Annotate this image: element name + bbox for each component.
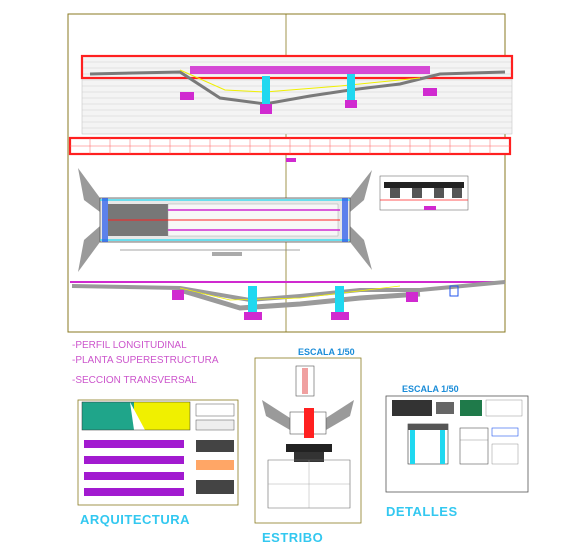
transverse-section <box>379 175 469 211</box>
legend-item-perfil-longitudinal: -PERFIL LONGITUDINAL <box>72 340 187 351</box>
arquitectura-sheet <box>77 399 239 506</box>
superstructure-plan <box>78 168 372 272</box>
detalles-scale-label: ESCALA 1/50 <box>402 384 459 394</box>
legend-item-seccion-transversal: -SECCION TRANSVERSAL <box>72 375 197 386</box>
elevation-profile <box>70 280 506 320</box>
legend-item-planta-superestructura: -PLANTA SUPERESTRUCTURA <box>72 355 219 366</box>
arquitectura-title: ARQUITECTURA <box>80 512 190 527</box>
longitudinal-profile <box>68 54 514 162</box>
detalles-sheet <box>385 395 529 493</box>
estribo-sheet <box>254 357 362 524</box>
detalles-title: DETALLES <box>386 504 458 519</box>
estribo-title: ESTRIBO <box>262 530 324 545</box>
estribo-scale-label: ESCALA 1/50 <box>298 347 355 357</box>
